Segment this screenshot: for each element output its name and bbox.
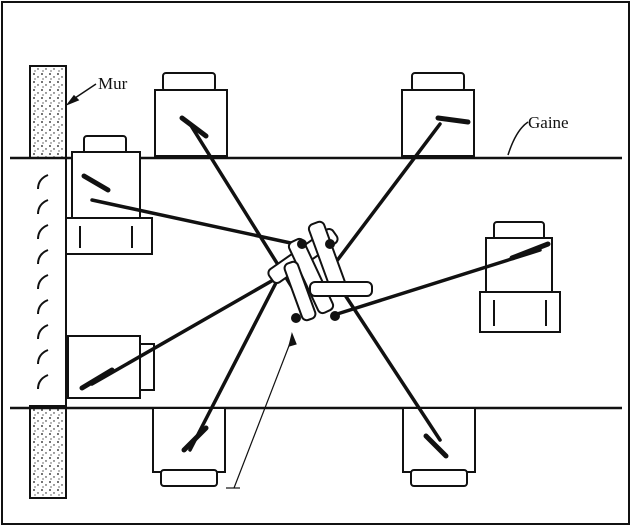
wall-label: Mur [98,74,128,93]
central-coupling [267,220,373,323]
turnbuckles [79,115,551,459]
pointer-arrow [226,332,297,489]
wall-hooks [37,174,49,390]
duct-label: Gaine [528,113,569,132]
lashing-cables [90,122,542,452]
label-leaders [65,83,529,156]
wall [29,65,67,499]
equipment-boxes [65,72,561,487]
